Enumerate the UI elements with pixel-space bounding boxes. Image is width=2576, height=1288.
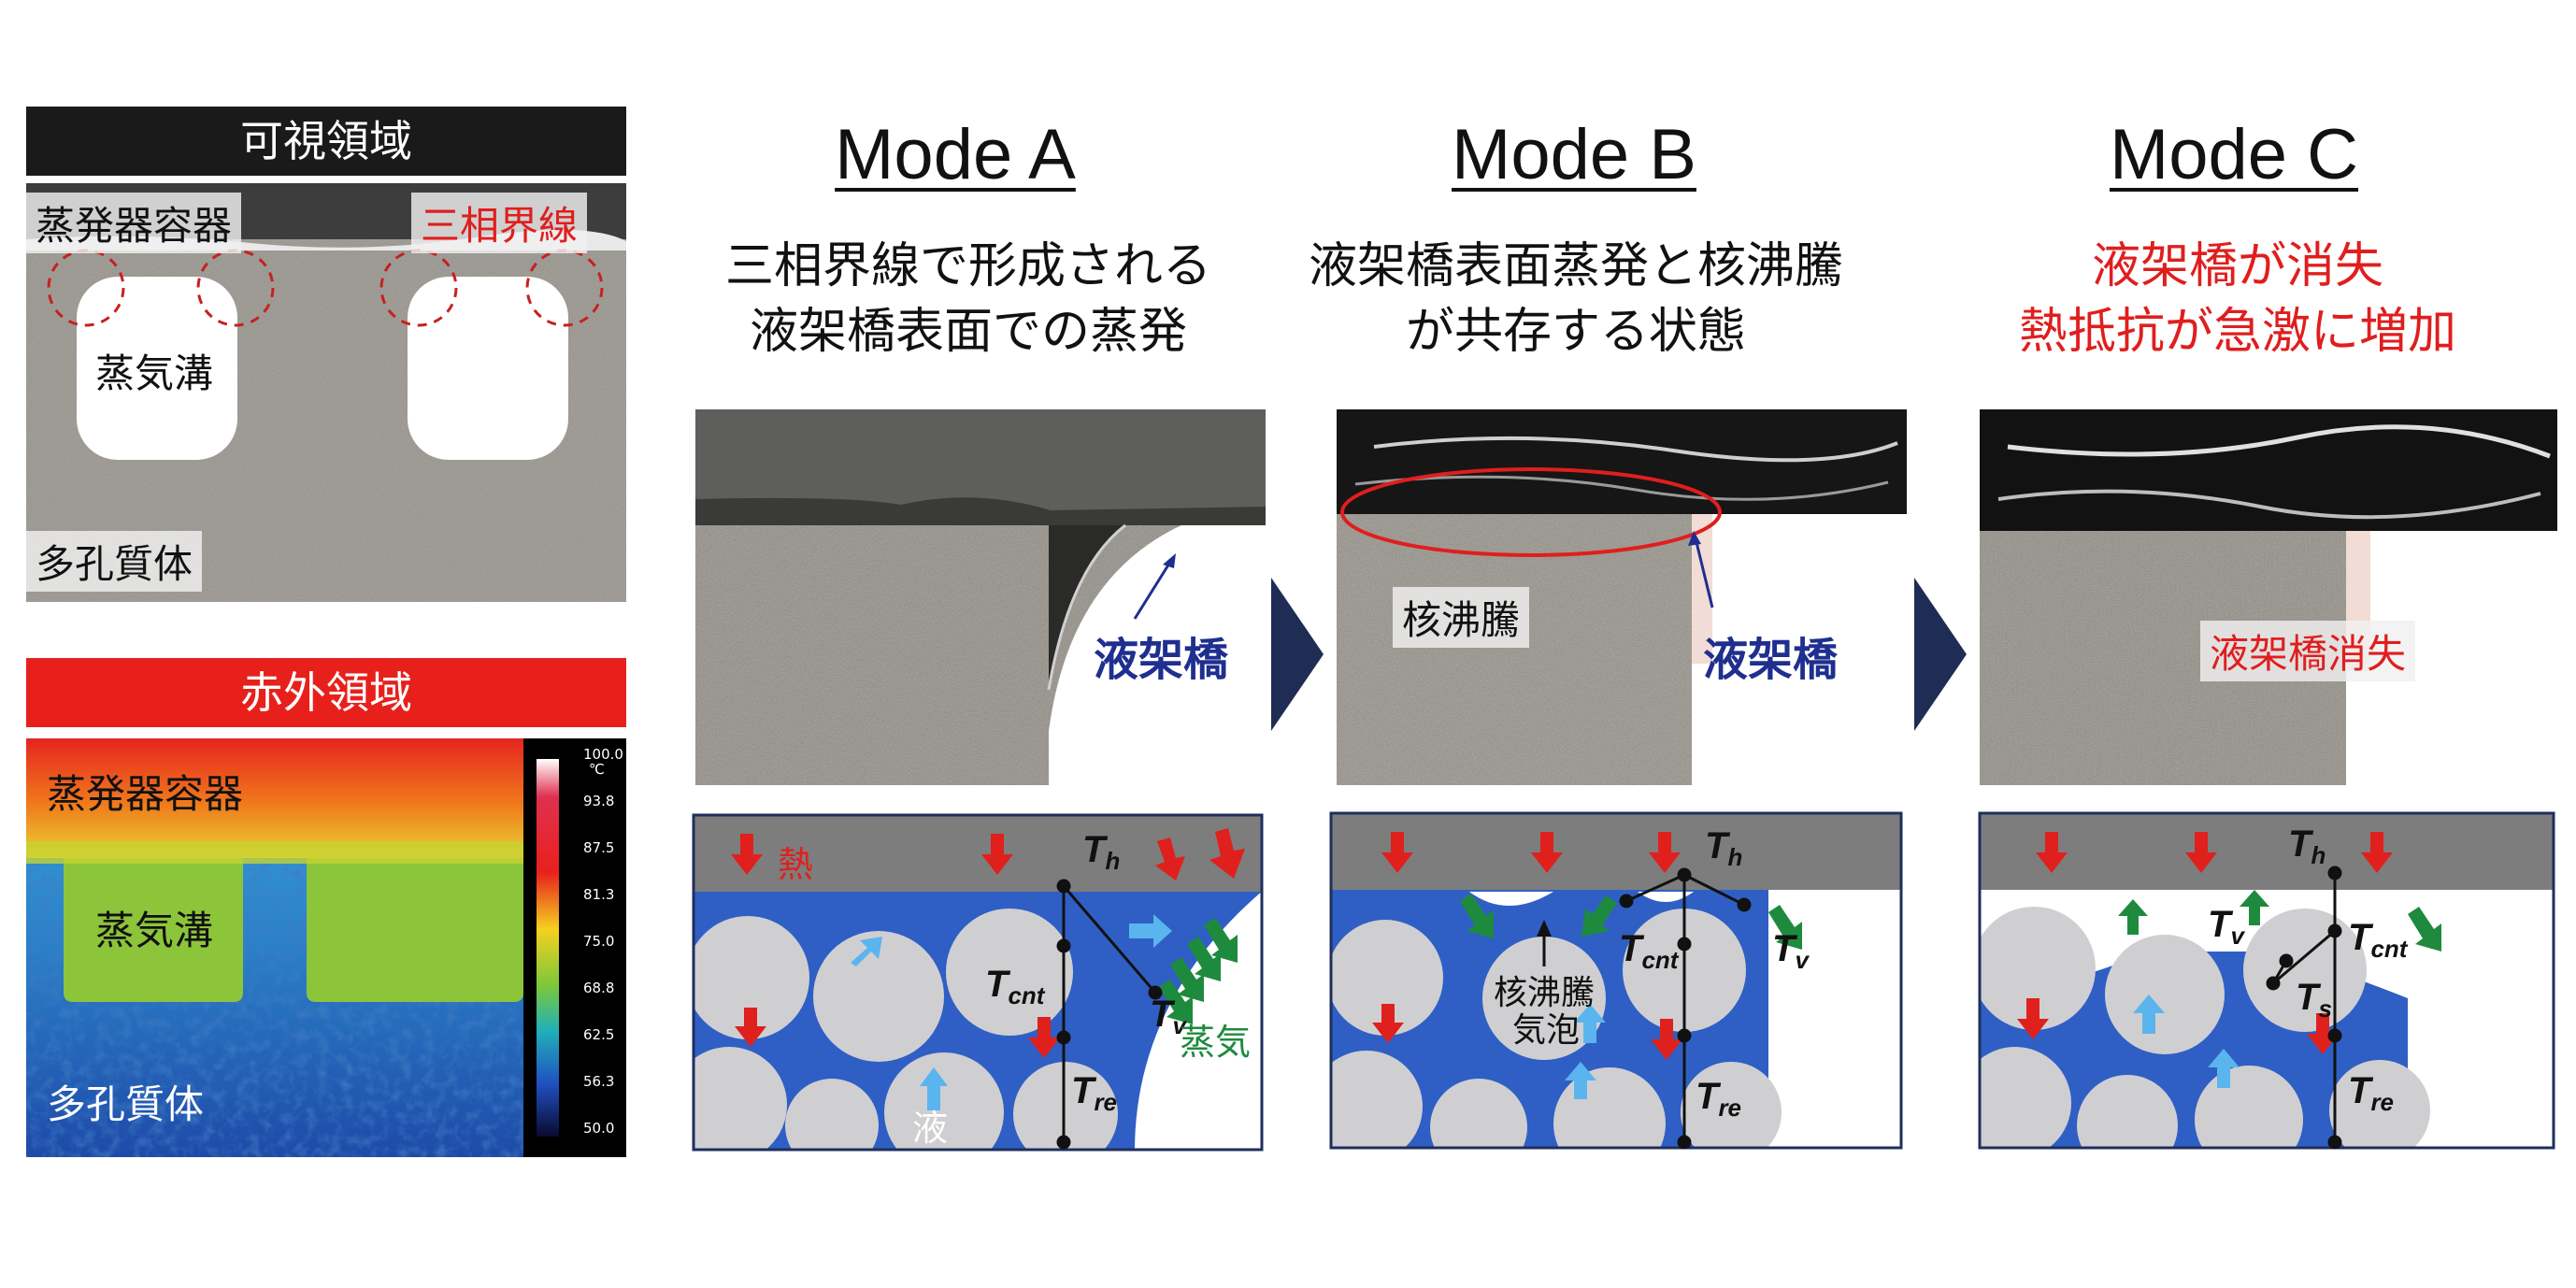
- infrared-scale-ticks: 100.0 93.8 87.5 81.3 75.0 68.8 62.5 56.3…: [583, 746, 624, 1157]
- visible-porous-label: 多孔質体: [26, 531, 203, 592]
- mode-b-tre-label: T: [1696, 1076, 1722, 1117]
- mode-a-desc-line1: 三相界線で形成される: [724, 238, 1211, 294]
- mode-c-desc-line2: 熱抵抗が急激に増加: [2018, 304, 2456, 360]
- mode-c-vanished-label: 液架橋消失: [2200, 621, 2416, 681]
- mode-a-tcnt-sub: cnt: [1008, 981, 1045, 1009]
- mode-c-ts-label: T: [2296, 977, 2322, 1018]
- svg-text:Th: Th: [2288, 823, 2326, 869]
- scale-tick: 93.8: [583, 793, 615, 809]
- visible-region-photo: 蒸発器容器 三相界線 蒸気溝 多孔質体: [26, 183, 626, 602]
- mode-b-tcnt-sub: cnt: [1641, 946, 1679, 974]
- scale-tick: 62.5: [583, 1026, 615, 1043]
- mode-b-bubble-line1: 核沸騰: [1494, 973, 1595, 1011]
- scale-tick: 68.8: [583, 980, 615, 996]
- svg-text:Tcnt: Tcnt: [1619, 928, 1680, 974]
- mode-b-photo: 核沸騰 液架橋: [1337, 409, 1907, 785]
- svg-text:Th: Th: [1705, 825, 1742, 871]
- mode-c-diagram: Th Tv Tcnt Ts Tre: [1978, 811, 2555, 1150]
- visible-region-header: 可視領域: [26, 107, 626, 176]
- svg-text:Th: Th: [1082, 829, 1120, 875]
- mode-c-diagram-graphic: Th Tv Tcnt Ts Tre: [1978, 811, 2555, 1150]
- mode-a-heat-label: 熱: [778, 846, 813, 885]
- mode-b-bridge-label: 液架橋: [1703, 636, 1839, 685]
- mode-b-diagram: Th Tcnt Tv Tre 核沸騰 気泡: [1329, 811, 1903, 1150]
- svg-text:Tcnt: Tcnt: [985, 964, 1046, 1009]
- mode-c-photo-graphic: [1980, 409, 2557, 785]
- mode-a-tv-sub: v: [1172, 1011, 1187, 1039]
- mode-a-tre-sub: re: [1094, 1088, 1117, 1116]
- mode-c-desc-line1: 液架橋が消失: [2091, 238, 2383, 294]
- mode-c-tcnt-label: T: [2348, 917, 2374, 958]
- mode-c-th-label: T: [2288, 823, 2314, 865]
- svg-text:Tre: Tre: [1071, 1070, 1117, 1116]
- chevron-right-icon: [1914, 578, 1967, 731]
- mode-b-photo-graphic: [1337, 409, 1907, 785]
- mode-a-th-label: T: [1082, 829, 1109, 870]
- mode-a-photo: 液架橋: [695, 409, 1266, 785]
- mode-c-th-sub: h: [2311, 841, 2326, 869]
- mode-c-tcnt-sub: cnt: [2370, 935, 2408, 963]
- mode-b-desc-line2: が共存する状態: [1405, 304, 1746, 360]
- mode-c-tre-label: T: [2348, 1070, 2374, 1111]
- svg-text:Ts: Ts: [2296, 977, 2332, 1023]
- visible-tpl-label: 三相界線: [411, 193, 588, 253]
- mode-b-th-label: T: [1705, 825, 1731, 866]
- mode-c-tre-sub: re: [2370, 1088, 2394, 1116]
- mode-a-diagram: 熱 Th Tcnt Tv Tre 蒸気 液: [692, 813, 1264, 1152]
- infrared-thermal-graphic: [26, 738, 626, 1157]
- mode-a-liquid-label: 液: [912, 1109, 948, 1149]
- mode-b-tv-label: T: [1772, 928, 1798, 969]
- infrared-porous-label: 多孔質体: [47, 1081, 205, 1127]
- scale-tick: 87.5: [583, 839, 615, 856]
- mode-b-tv-sub: v: [1795, 946, 1810, 974]
- infrared-scale-unit: ℃: [589, 761, 605, 778]
- infrared-region-header: 赤外領域: [26, 658, 626, 727]
- infrared-region-photo: ℃ 100.0 93.8 87.5 81.3 75.0 68.8 62.5 56…: [26, 738, 626, 1157]
- mode-a-tre-label: T: [1071, 1070, 1097, 1111]
- svg-text:Tv: Tv: [1772, 928, 1810, 974]
- visible-groove-label: 蒸気溝: [95, 351, 214, 396]
- mode-b-boiling-label: 核沸騰: [1393, 587, 1530, 648]
- mode-a-title: Mode A: [835, 115, 1076, 194]
- svg-text:Tcnt: Tcnt: [2348, 917, 2409, 963]
- mode-a-desc-line2: 液架橋表面での蒸発: [749, 304, 1187, 360]
- scale-tick: 50.0: [583, 1120, 615, 1137]
- mode-b-tre-sub: re: [1718, 1094, 1741, 1122]
- chevron-right-icon: [1271, 578, 1324, 731]
- svg-text:Tre: Tre: [2348, 1070, 2394, 1116]
- mode-c-title: Mode C: [2109, 115, 2359, 194]
- infrared-container-label: 蒸発器容器: [47, 771, 244, 817]
- mode-b-desc-line1: 液架橋表面蒸発と核沸騰: [1308, 238, 1843, 294]
- visible-container-label: 蒸発器容器: [26, 193, 242, 253]
- mode-a-bridge-label: 液架橋: [1094, 636, 1229, 685]
- mode-a-photo-graphic: [695, 409, 1266, 785]
- scale-tick: 81.3: [583, 886, 615, 903]
- scale-tick: 75.0: [583, 933, 615, 950]
- mode-c-tv-label: T: [2208, 904, 2234, 945]
- svg-text:Tre: Tre: [1696, 1076, 1741, 1122]
- scale-tick: 56.3: [583, 1073, 615, 1090]
- svg-text:Tv: Tv: [2208, 904, 2245, 950]
- mode-b-tcnt-label: T: [1619, 928, 1645, 969]
- mode-c-photo: 液架橋消失: [1980, 409, 2557, 785]
- mode-b-diagram-graphic: Th Tcnt Tv Tre 核沸騰 気泡: [1329, 811, 1903, 1150]
- mode-a-tv-label: T: [1150, 994, 1176, 1035]
- mode-b-title: Mode B: [1452, 115, 1696, 194]
- scale-tick: 100.0: [583, 746, 623, 763]
- mode-c-ts-sub: s: [2318, 995, 2331, 1023]
- mode-a-diagram-graphic: 熱 Th Tcnt Tv Tre 蒸気 液: [692, 813, 1264, 1152]
- mode-c-tv-sub: v: [2230, 922, 2245, 950]
- mode-a-th-sub: h: [1105, 847, 1120, 875]
- svg-text:Tv: Tv: [1150, 994, 1187, 1039]
- mode-a-vapor-label: 蒸気: [1180, 1023, 1251, 1063]
- infrared-groove-label: 蒸気溝: [95, 908, 214, 953]
- mode-b-th-sub: h: [1727, 843, 1742, 871]
- mode-a-tcnt-label: T: [985, 964, 1011, 1005]
- mode-b-bubble-line2: 気泡: [1512, 1010, 1580, 1049]
